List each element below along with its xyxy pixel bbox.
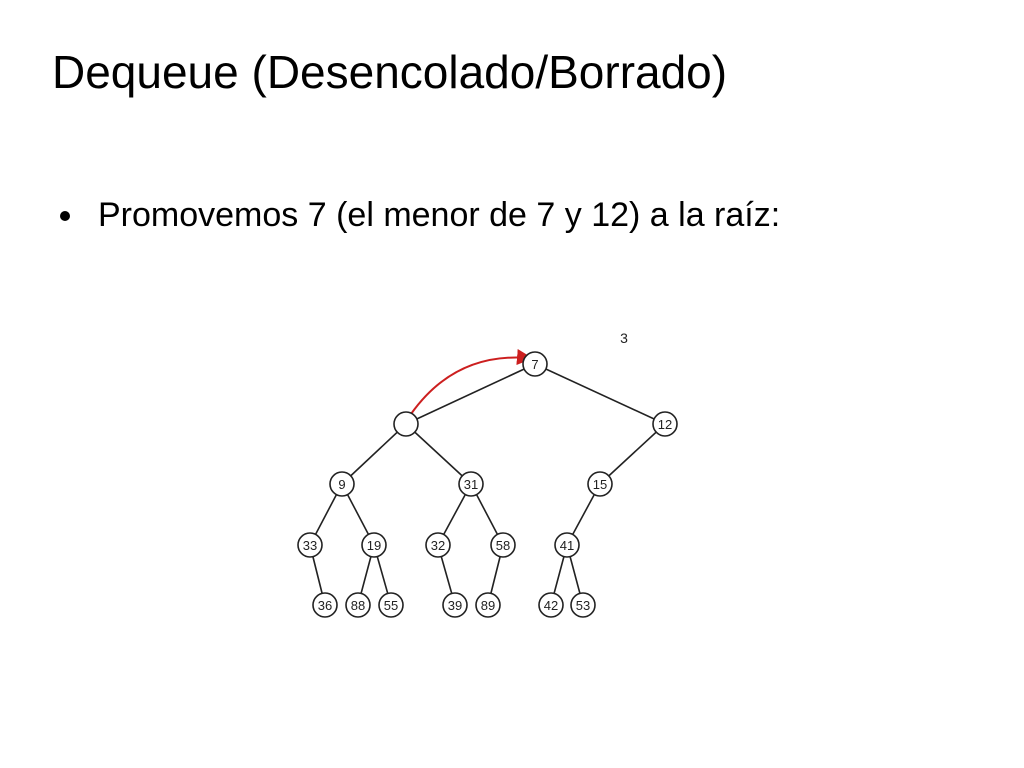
edge-left-9 [341, 423, 407, 485]
node-label: 42 [544, 598, 558, 613]
node-label: 31 [464, 477, 478, 492]
node-88: 88 [345, 592, 371, 618]
node-55: 55 [378, 592, 404, 618]
node-32: 32 [425, 532, 451, 558]
node-label: 89 [481, 598, 495, 613]
node-15: 15 [587, 471, 613, 497]
node-label: 39 [448, 598, 462, 613]
node-label: 15 [593, 477, 607, 492]
node-label: 9 [338, 477, 345, 492]
edge-12-15 [599, 423, 666, 485]
node-58: 58 [490, 532, 516, 558]
node-label: 55 [384, 598, 398, 613]
edge-root-right [534, 363, 666, 425]
node-label: 7 [531, 357, 538, 372]
edge-root-left [405, 363, 536, 425]
node-89: 89 [475, 592, 501, 618]
node-vacated [393, 411, 419, 437]
node-53: 53 [570, 592, 596, 618]
node-label: 53 [576, 598, 590, 613]
bullet-point: Promovemos 7 (el menor de 7 y 12) a la r… [60, 192, 780, 238]
node-41: 41 [554, 532, 580, 558]
node-root: 7 [522, 351, 548, 377]
node-12: 12 [652, 411, 678, 437]
node-33: 33 [297, 532, 323, 558]
node-label: 58 [496, 538, 510, 553]
bullet-text: Promovemos 7 (el menor de 7 y 12) a la r… [98, 196, 781, 234]
node-label: 36 [318, 598, 332, 613]
node-39: 39 [442, 592, 468, 618]
slide-title: Dequeue (Desencolado/Borrado) [52, 46, 728, 98]
edge-left-31 [405, 423, 472, 485]
node-label: 33 [303, 538, 317, 553]
promotion-arrow [410, 349, 533, 415]
node-19: 19 [361, 532, 387, 558]
node-label: 12 [658, 417, 672, 432]
removed-value-label: 3 [620, 330, 628, 346]
node-label: 88 [351, 598, 365, 613]
tree-nodes: 7 12 9 31 15 33 19 [297, 351, 678, 618]
node-label: 32 [431, 538, 445, 553]
bullet-icon [60, 211, 70, 221]
node-31: 31 [458, 471, 484, 497]
node-9: 9 [329, 471, 355, 497]
node-36: 36 [312, 592, 338, 618]
node-label: 19 [367, 538, 381, 553]
node-label: 41 [560, 538, 574, 553]
node-42: 42 [538, 592, 564, 618]
